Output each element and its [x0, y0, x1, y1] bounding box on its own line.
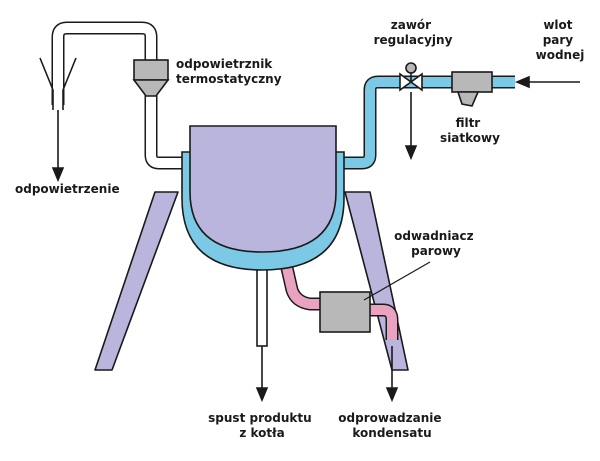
kettle-vessel [189, 125, 337, 253]
product-drain-label: spust produktu z kotła [208, 411, 316, 440]
strainer-label: filtr siatkowy [440, 116, 500, 145]
steam-trap [319, 291, 371, 333]
strainer [451, 71, 493, 107]
condensate-drain-label: odprowadzanie kondensatu [338, 411, 445, 440]
regulating-valve [399, 62, 423, 92]
venting-label: odpowietrzenie [15, 182, 120, 196]
condensate-arrow [385, 387, 399, 403]
product-drain-pipe [256, 267, 268, 347]
venting-arrow [51, 167, 65, 183]
flow-arrows [51, 75, 580, 403]
condensate-pipe [282, 266, 397, 340]
steam-inlet-arrow [514, 75, 530, 89]
right-leg [344, 191, 409, 371]
product-drain-arrow [255, 387, 269, 403]
left-leg [94, 191, 179, 371]
vent-exhaust-funnel [39, 57, 77, 110]
regulating-valve-label: zawór regulacyjny [374, 18, 453, 47]
thermostatic-vent-device [132, 59, 170, 97]
thermostatic-vent-label: odpowietrznik termostatyczny [176, 57, 282, 86]
steam-inlet-label: wlot pary wodnej [536, 18, 585, 62]
valve-arrow [404, 145, 418, 161]
steam-inlet-pipe [340, 77, 455, 168]
steam-trap-label: odwadniacz parowy [394, 229, 478, 258]
steam-trap-leader [363, 261, 431, 301]
steam-inlet-pipe-outline [340, 75, 455, 170]
